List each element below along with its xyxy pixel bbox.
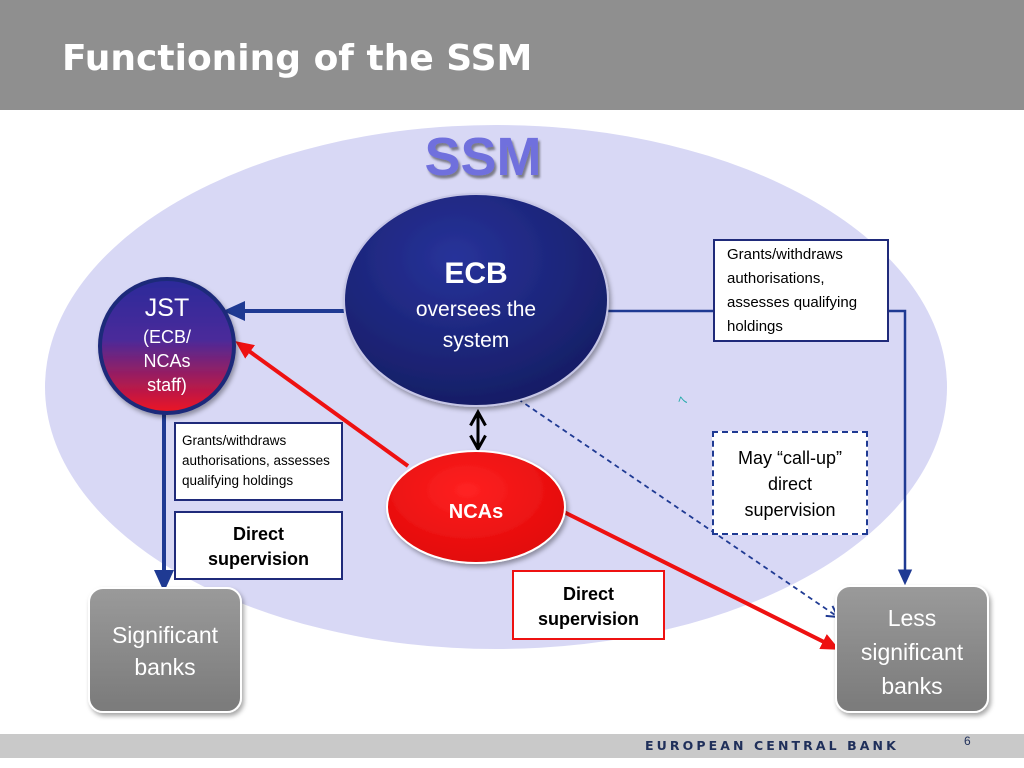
title-bar: Functioning of the SSM	[0, 0, 1024, 110]
call-up-supervision-box: May “call-up” direct supervision	[712, 431, 868, 535]
ncas-node: NCAs	[386, 450, 566, 564]
ncas-name: NCAs	[449, 501, 503, 523]
less-significant-banks-node: Less significant banks	[835, 585, 989, 713]
significant-banks-line1: Significant	[112, 622, 219, 648]
jst-direct-line2: supervision	[207, 549, 310, 569]
footer-bar	[0, 734, 1024, 758]
ecb-role-line1: oversees the	[416, 298, 536, 321]
footer-label: EUROPEAN CENTRAL BANK	[645, 738, 899, 753]
jst-line2: NCAs	[143, 351, 190, 371]
ncas-direct-supervision-box: Direct supervision	[512, 570, 665, 640]
call-up-line3: supervision	[744, 500, 836, 520]
call-up-line2: direct	[767, 474, 812, 494]
ncas-direct-line1: Direct	[562, 584, 615, 604]
jst-direct-supervision-box: Direct supervision	[174, 511, 343, 580]
less-significant-banks-line3: banks	[881, 673, 942, 699]
ncas-to-jst-arrow	[235, 341, 410, 468]
ecb-to-less-significant-banks-arrow	[605, 309, 913, 586]
call-up-line1: May “call-up”	[737, 448, 843, 468]
ecb-tasks-line3: assesses qualifying	[727, 294, 858, 311]
ncas-to-less-significant-banks-arrow	[559, 508, 840, 650]
ecb-role-line2: system	[443, 329, 510, 352]
ecb-tasks-line1: Grants/withdraws	[727, 246, 843, 263]
jst-tasks-box: Grants/withdraws authorisations, assesse…	[174, 422, 343, 501]
jst-node: JST (ECB/ NCAs staff)	[98, 277, 236, 415]
ecb-tasks-line2: authorisations,	[727, 270, 825, 287]
ecb-tasks-line4: holdings	[727, 318, 783, 335]
page-number: 6	[964, 734, 971, 748]
jst-direct-line1: Direct	[232, 524, 285, 544]
jst-line1: (ECB/	[143, 327, 191, 347]
ssm-label: SSM	[424, 127, 541, 187]
ecb-name: ECB	[444, 257, 507, 290]
ecb-node: ECB oversees the system	[343, 193, 609, 407]
significant-banks-node: Significant banks	[88, 587, 242, 713]
jst-tasks-line2: authorisations, assesses	[182, 453, 330, 468]
jst-tasks-line3: qualifying holdings	[182, 473, 294, 488]
jst-name: JST	[145, 294, 189, 322]
ncas-direct-line2: supervision	[537, 609, 640, 629]
less-significant-banks-line2: significant	[861, 639, 964, 665]
stray-mark: 7	[676, 395, 692, 406]
less-significant-banks-line1: Less	[888, 605, 937, 631]
ecb-tasks-box: Grants/withdraws authorisations, assesse…	[713, 239, 889, 342]
jst-line3: staff)	[147, 375, 187, 395]
ecb-call-up-dashed-arrow	[517, 398, 840, 619]
slide-title: Functioning of the SSM	[62, 38, 533, 79]
jst-tasks-line1: Grants/withdraws	[182, 433, 287, 448]
significant-banks-line2: banks	[134, 654, 195, 680]
